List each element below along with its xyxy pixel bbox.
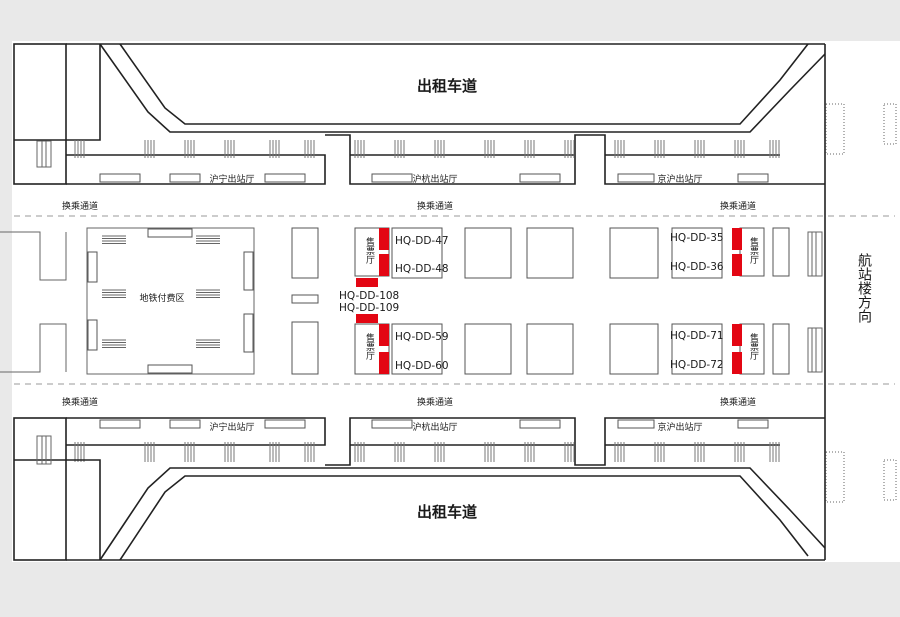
ticket-hall-label-4: 售票厅 <box>748 332 759 360</box>
left-entrances <box>0 231 67 373</box>
slot-label-59: HQ-DD-59 <box>395 331 449 343</box>
fare-gate-icon <box>269 140 280 158</box>
transfer-bottom-right: 换乘通道 <box>720 396 756 408</box>
fare-gate-icon <box>74 140 85 158</box>
ad-slot-71[interactable] <box>732 324 742 346</box>
transfer-bottom-mid: 换乘通道 <box>417 396 453 408</box>
slot-label-60: HQ-DD-60 <box>395 360 449 372</box>
fare-gate-icon <box>654 442 665 462</box>
fare-gate-icon <box>354 442 365 462</box>
fare-gate-icon <box>734 442 745 462</box>
bottom-fare-gates <box>74 442 780 462</box>
ad-slots <box>356 228 742 374</box>
fare-gate-icon <box>484 140 495 158</box>
transfer-top-mid: 换乘通道 <box>417 200 453 212</box>
fare-gate-icon <box>184 140 195 158</box>
central-columns <box>291 227 319 375</box>
fare-gate-icon <box>734 140 745 158</box>
stair-icon <box>102 235 126 244</box>
fare-gate-icon <box>184 442 195 462</box>
ticket-hall-right <box>739 227 790 375</box>
exit-hall-top-1: 沪宁出站厅 <box>209 173 254 185</box>
fare-gate-icon <box>524 140 535 158</box>
exit-hall-bottom-3: 京沪出站厅 <box>657 421 702 433</box>
slot-label-108: HQ-DD-108 <box>339 290 399 302</box>
slot-label-71: HQ-DD-71 <box>670 330 724 342</box>
fare-gate-icon <box>769 442 780 462</box>
fare-gate-icon <box>304 442 315 462</box>
transfer-bottom-left: 换乘通道 <box>62 396 98 408</box>
fare-gate-icon <box>144 140 155 158</box>
slot-label-36: HQ-DD-36 <box>670 261 724 273</box>
top-taxi-lane <box>66 43 826 141</box>
slot-label-47: HQ-DD-47 <box>395 235 449 247</box>
fare-gate-icon <box>524 442 535 462</box>
plan-sheet <box>12 41 900 562</box>
transfer-top-right: 换乘通道 <box>720 200 756 212</box>
left-wing-bottom <box>13 417 67 561</box>
fare-gate-icon <box>269 442 280 462</box>
fare-gate-icon <box>394 140 405 158</box>
ad-slot-35[interactable] <box>732 228 742 250</box>
ad-slot-60[interactable] <box>379 352 389 374</box>
exit-hall-bottom-2: 沪杭出站厅 <box>412 421 457 433</box>
transfer-top-left: 换乘通道 <box>62 200 98 212</box>
top-exit-band <box>66 134 825 185</box>
fare-gate-icon <box>144 442 155 462</box>
stair-icon <box>102 289 126 298</box>
ad-slot-109[interactable] <box>356 314 378 323</box>
fare-gate-icon <box>434 140 445 158</box>
slot-label-109: HQ-DD-109 <box>339 302 399 314</box>
platform-blocks <box>464 227 723 375</box>
ticket-hall-label-3: 售票厅 <box>748 236 759 264</box>
ad-slot-48[interactable] <box>379 254 389 276</box>
fare-gate-icon <box>434 442 445 462</box>
ad-slot-59[interactable] <box>379 324 389 346</box>
fare-gate-icon <box>74 442 85 462</box>
ad-slot-47[interactable] <box>379 228 389 250</box>
exit-hall-top-3: 京沪出站厅 <box>657 173 702 185</box>
fare-gate-icon <box>694 140 705 158</box>
slot-label-35: HQ-DD-35 <box>670 232 724 244</box>
fare-gate-icon <box>484 442 495 462</box>
top-fare-gates <box>74 140 780 158</box>
stair-icon <box>196 339 220 348</box>
fare-gate-icon <box>614 140 625 158</box>
ad-slot-36[interactable] <box>732 254 742 276</box>
exit-hall-bottom-1: 沪宁出站厅 <box>209 421 254 433</box>
stair-icon <box>196 289 220 298</box>
fare-gate-icon <box>224 140 235 158</box>
fare-gate-icon <box>354 140 365 158</box>
ad-slot-108[interactable] <box>356 278 378 287</box>
fare-gate-icon <box>769 140 780 158</box>
fare-gate-icon <box>564 442 575 462</box>
slot-label-72: HQ-DD-72 <box>670 359 724 371</box>
left-wing-top <box>13 43 67 185</box>
metro-paid-area <box>86 227 255 375</box>
stair-icon <box>102 339 126 348</box>
ticket-hall-label-1: 售票厅 <box>364 236 375 264</box>
fare-gate-icon <box>394 442 405 462</box>
bottom-exit-band <box>66 417 825 466</box>
fare-gate-icon <box>304 140 315 158</box>
ad-slot-72[interactable] <box>732 352 742 374</box>
slot-label-48: HQ-DD-48 <box>395 263 449 275</box>
terminal-direction-label: 航站楼方向 <box>856 253 872 323</box>
fare-gate-icon <box>564 140 575 158</box>
taxi-lane-bottom-label: 出租车道 <box>417 503 477 521</box>
stair-icon <box>196 235 220 244</box>
ticket-hall-label-2: 售票厅 <box>364 332 375 360</box>
taxi-lane-top-label: 出租车道 <box>417 77 477 95</box>
fare-gate-icon <box>694 442 705 462</box>
metro-area-label: 地铁付费区 <box>139 292 184 304</box>
fare-gate-icon <box>224 442 235 462</box>
terminal-side <box>807 44 897 560</box>
exit-hall-top-2: 沪杭出站厅 <box>412 173 457 185</box>
fare-gate-icon <box>614 442 625 462</box>
fare-gate-icon <box>654 140 665 158</box>
metro-stairs <box>102 235 220 348</box>
bottom-taxi-lane <box>66 459 826 561</box>
